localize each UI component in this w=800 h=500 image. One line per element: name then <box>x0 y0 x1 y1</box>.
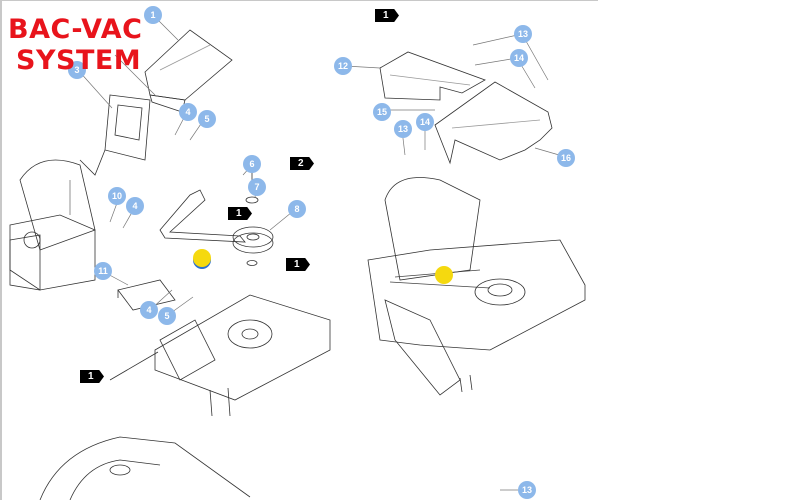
callout-part-3[interactable]: 3 <box>68 61 86 79</box>
belt-marker-left[interactable] <box>193 249 211 267</box>
callout-part-11[interactable]: 11 <box>94 262 112 280</box>
callout-part-7[interactable]: 7 <box>248 178 266 196</box>
callout-part-8[interactable]: 8 <box>288 200 306 218</box>
title-line-2: SYSTEM <box>16 45 142 76</box>
belt-marker-right[interactable] <box>435 266 453 284</box>
callout-part-6[interactable]: 6 <box>243 155 261 173</box>
shroud-part-16 <box>434 81 553 165</box>
callout-part-5-b[interactable]: 5 <box>158 307 176 325</box>
callout-part-14[interactable]: 14 <box>510 49 528 67</box>
chute-part <box>144 29 233 113</box>
leader-lines <box>77 14 567 491</box>
callout-part-13-b[interactable]: 13 <box>394 120 412 138</box>
blower-housing-part <box>9 159 96 291</box>
drive-belt-part <box>159 189 246 243</box>
callout-part-10[interactable]: 10 <box>108 187 126 205</box>
callout-part-5[interactable]: 5 <box>198 110 216 128</box>
shroud-part-12 <box>379 51 486 101</box>
callout-part-15[interactable]: 15 <box>373 103 391 121</box>
callout-part-14-b[interactable]: 14 <box>416 113 434 131</box>
cover-plate-part <box>117 279 176 311</box>
callout-part-4-b[interactable]: 4 <box>126 197 144 215</box>
tag-1-right[interactable]: 1 <box>375 9 399 22</box>
frame-bracket-part <box>79 94 151 176</box>
callout-part-16[interactable]: 16 <box>557 149 575 167</box>
deck-part-bottom <box>39 436 251 500</box>
tag-1-pulley[interactable]: 1 <box>228 207 252 220</box>
tag-1-rod[interactable]: 1 <box>80 370 104 383</box>
tag-2[interactable]: 2 <box>290 157 314 170</box>
title-line-1: BAC-VAC <box>8 14 143 45</box>
pulley-part <box>232 172 274 266</box>
blower-assembly-right <box>367 177 586 396</box>
callout-part-4-c[interactable]: 4 <box>140 301 158 319</box>
callout-part-13-c[interactable]: 13 <box>518 481 536 499</box>
callout-part-4[interactable]: 4 <box>179 103 197 121</box>
tag-1-washer[interactable]: 1 <box>286 258 310 271</box>
callout-part-12[interactable]: 12 <box>334 57 352 75</box>
callout-part-1[interactable]: 1 <box>144 6 162 24</box>
deck-part-left <box>109 294 331 417</box>
diagram-frame <box>0 0 598 500</box>
callout-part-13[interactable]: 13 <box>514 25 532 43</box>
